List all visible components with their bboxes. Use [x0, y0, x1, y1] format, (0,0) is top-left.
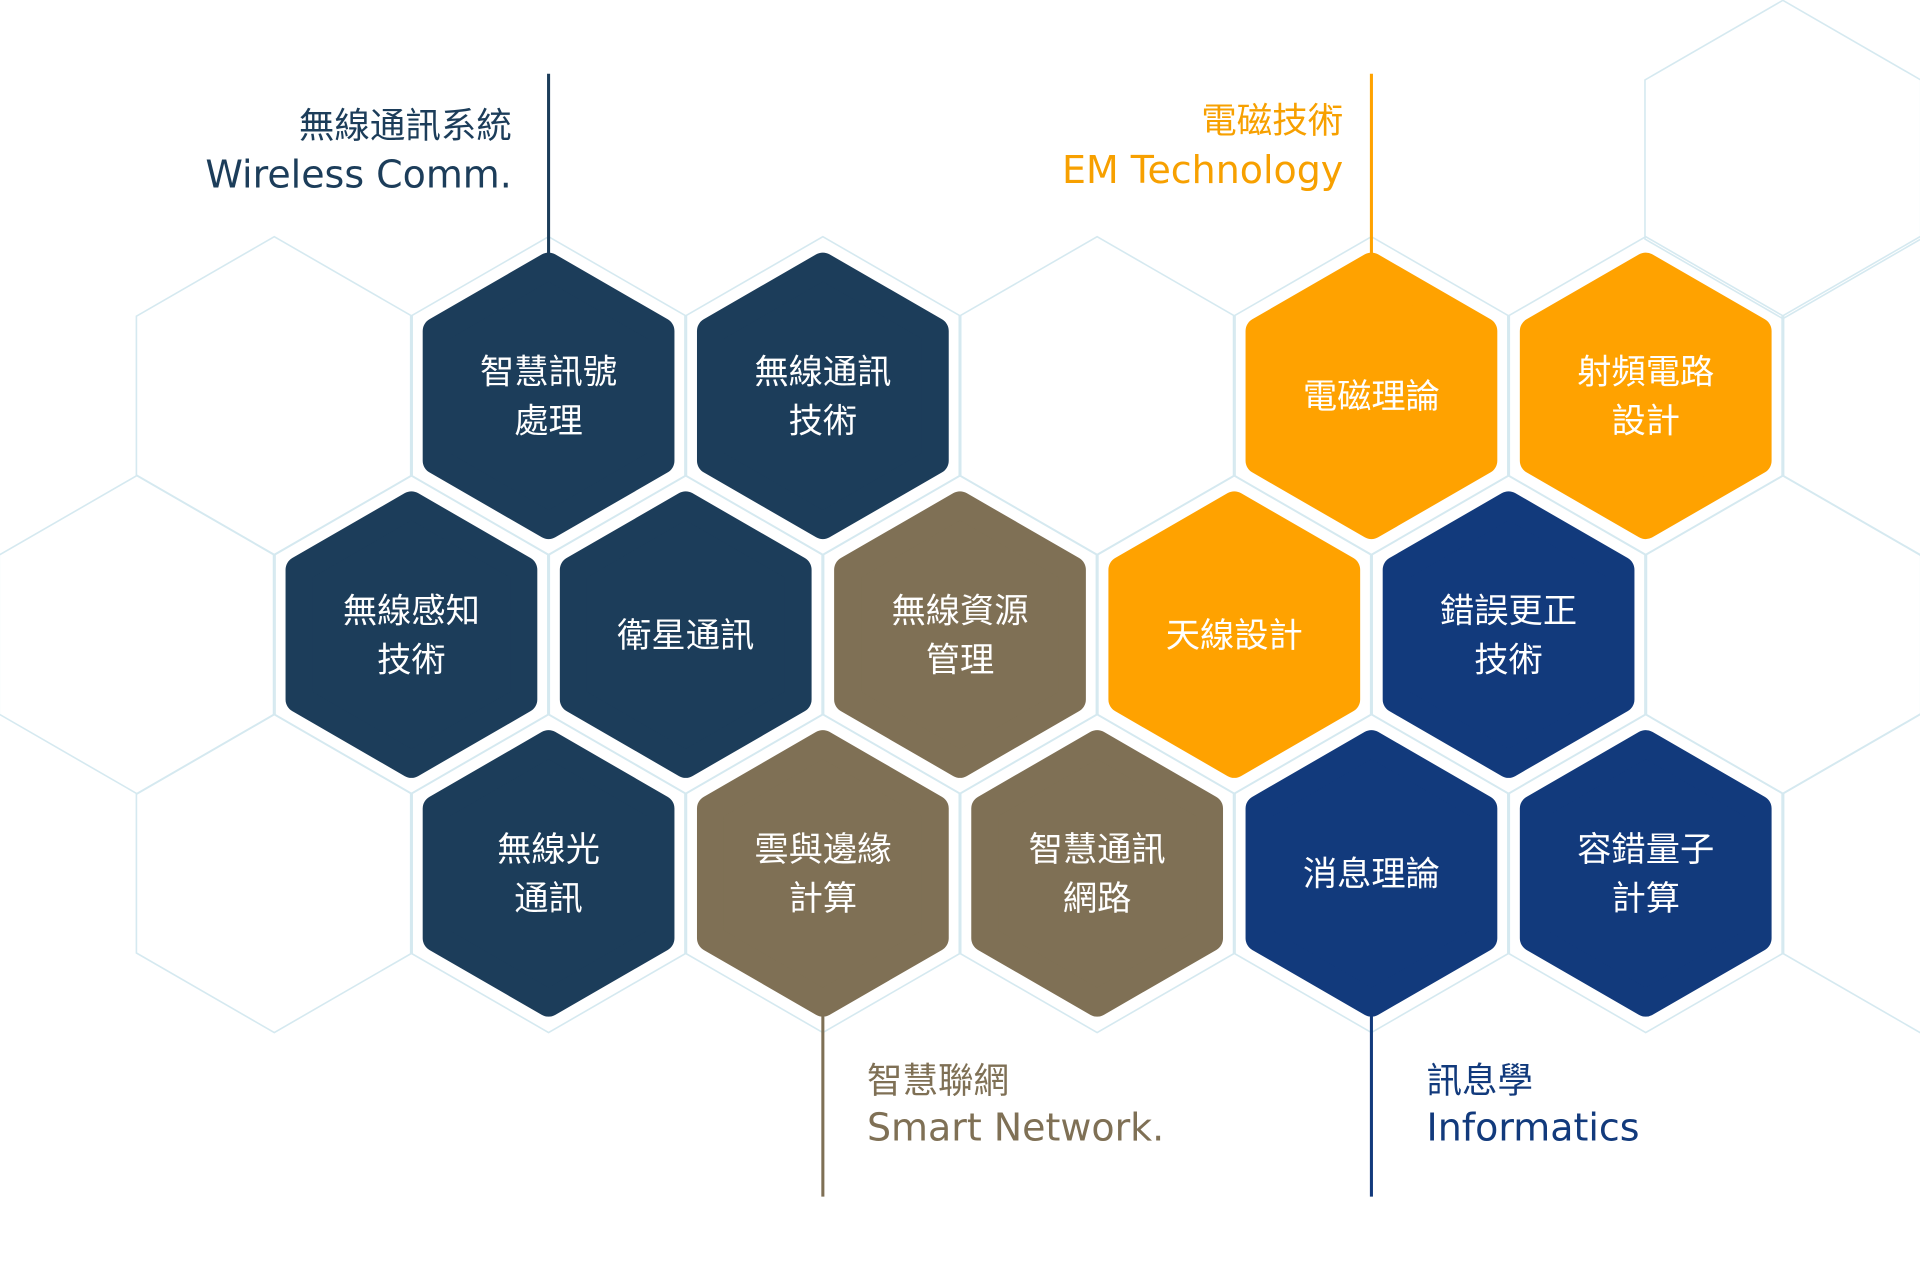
hex-shape — [834, 491, 1086, 778]
grid-hex-outline — [135, 713, 413, 1034]
info-group-title-zh: 訊息學 — [1427, 1061, 1534, 1102]
hex-label-line: 通訊 — [514, 879, 583, 919]
hex-shape — [422, 730, 675, 1017]
research-hex-em[interactable]: 天線設計 — [1108, 491, 1361, 778]
hex-shape — [559, 491, 812, 778]
hex-shape — [1519, 730, 1772, 1017]
info-group-title-en: Informatics — [1427, 1105, 1640, 1149]
hex-label-line: 智慧訊號 — [480, 353, 617, 393]
grid-hex-outline — [0, 474, 276, 795]
research-hex-em[interactable]: 電磁理論 — [1245, 252, 1498, 540]
hex-label-line: 天線設計 — [1166, 616, 1303, 656]
grid-hex-outline — [1781, 235, 1920, 556]
hex-label-line: 無線通訊 — [754, 353, 891, 393]
hex-label-line: 技術 — [789, 402, 858, 442]
hex-label-line: 無線感知 — [343, 591, 480, 631]
grid-hex-outline — [958, 235, 1236, 556]
wireless-group-title-zh: 無線通訊系統 — [299, 105, 512, 146]
hex-label-line: 技術 — [1474, 640, 1543, 680]
hex-label-line: 計算 — [789, 879, 858, 919]
hex-label-line: 錯誤更正 — [1440, 591, 1577, 631]
hex-label-line: 處理 — [514, 402, 583, 442]
hex-shape — [422, 252, 675, 540]
hex-label-line: 無線光 — [497, 830, 600, 870]
smart-group-title-en: Smart Network. — [867, 1105, 1164, 1149]
hex-label-line: 無線資源 — [891, 591, 1028, 631]
hex-label-line: 電磁理論 — [1303, 377, 1440, 417]
hex-label-line: 智慧通訊 — [1029, 830, 1166, 870]
hex-label-line: 網路 — [1063, 879, 1132, 919]
hex-shape — [1245, 730, 1498, 1017]
hex-shape — [1382, 491, 1635, 778]
hex-label-line: 衛星通訊 — [617, 616, 754, 656]
em-group-title-zh: 電磁技術 — [1201, 101, 1343, 142]
wireless-group-title-en: Wireless Comm. — [205, 153, 511, 197]
research-hex-cluster: 智慧訊號處理無線通訊技術電磁理論射頻電路設計無線感知技術衛星通訊無線資源管理天線… — [285, 252, 1772, 1017]
hex-label-line: 雲與邊緣 — [754, 830, 891, 870]
hex-label-line: 消息理論 — [1303, 855, 1440, 895]
hex-label-line: 容錯量子 — [1577, 830, 1714, 870]
hex-shape — [1245, 252, 1498, 540]
grid-hex-outline — [1644, 474, 1920, 795]
hex-shape — [971, 730, 1224, 1017]
grid-hex-outline — [1644, 0, 1920, 320]
grid-hex-outline — [135, 235, 413, 556]
hex-label-line: 射頻電路 — [1577, 353, 1714, 393]
background-hex-grid — [0, 0, 1920, 1034]
research-hex-wireless[interactable]: 衛星通訊 — [559, 491, 812, 778]
hex-shape — [696, 252, 949, 540]
hex-shape — [696, 730, 949, 1017]
em-group-title-en: EM Technology — [1062, 148, 1343, 192]
research-hex-info[interactable]: 消息理論 — [1245, 730, 1498, 1017]
hex-label-line: 技術 — [377, 640, 446, 680]
hex-label-line: 計算 — [1611, 879, 1680, 919]
hex-shape — [1108, 491, 1361, 778]
grid-hex-outline — [1781, 713, 1920, 1034]
hex-shape — [285, 491, 538, 778]
hex-label-line: 設計 — [1611, 402, 1680, 442]
smart-group-title-zh: 智慧聯網 — [867, 1061, 1009, 1102]
hex-label-line: 管理 — [926, 640, 995, 680]
hex-shape — [1519, 252, 1772, 540]
